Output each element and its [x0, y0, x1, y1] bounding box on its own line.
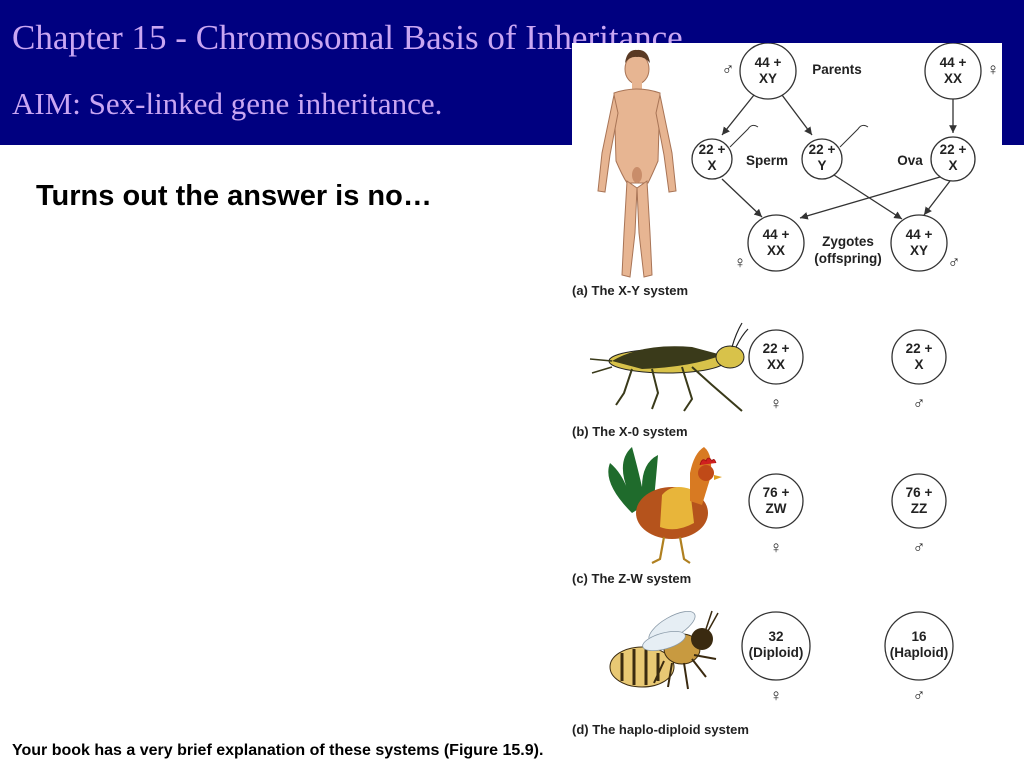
zygotes-label: Zygotes: [822, 234, 874, 249]
svg-text:76 +: 76 +: [763, 485, 790, 500]
zw-male: 76 + ZZ ♂: [891, 473, 947, 557]
xy-mother: 44 + XX ♀: [924, 43, 1000, 100]
zygote-male: 44 + XY ♂: [890, 214, 961, 272]
svg-text:16: 16: [911, 629, 927, 644]
svg-text:32: 32: [768, 629, 783, 644]
svg-text:X: X: [948, 158, 957, 173]
svg-text:ZW: ZW: [766, 501, 787, 516]
caption-xy: (a) The X-Y system: [572, 283, 688, 298]
svg-text:Y: Y: [817, 158, 826, 173]
svg-text:XX: XX: [767, 243, 785, 258]
svg-text:44 +: 44 +: [940, 55, 967, 70]
footer-note: Your book has a very brief explanation o…: [12, 742, 544, 759]
svg-text:22 +: 22 +: [906, 341, 933, 356]
female-symbol-icon: ♀: [770, 394, 783, 413]
human-illustration: [597, 49, 677, 278]
parents-label: Parents: [812, 62, 862, 77]
bee-illustration: [609, 610, 719, 690]
sperm-label: Sperm: [746, 153, 788, 168]
svg-text:44 +: 44 +: [906, 227, 933, 242]
offspring-label: (offspring): [814, 251, 881, 266]
ova-label: Ova: [897, 153, 923, 168]
svg-text:X: X: [914, 357, 923, 372]
svg-text:44 +: 44 +: [755, 55, 782, 70]
grasshopper-illustration: [589, 322, 749, 412]
male-symbol-icon: ♂: [722, 60, 735, 79]
svg-text:ZZ: ZZ: [911, 501, 928, 516]
xy-father: 44 + XY ♂: [722, 43, 797, 100]
sperm-y: 22 + Y: [801, 124, 869, 180]
ovum-x: 22 + X: [930, 136, 976, 182]
svg-text:XX: XX: [944, 71, 962, 86]
hd-male: 16 (Haploid) ♂: [884, 611, 954, 705]
zygote-female: 44 + XX ♀: [734, 214, 805, 272]
svg-text:(Diploid): (Diploid): [749, 645, 804, 660]
svg-text:(Haploid): (Haploid): [890, 645, 949, 660]
rooster-illustration: [608, 447, 722, 564]
female-symbol-icon: ♀: [987, 60, 1000, 79]
svg-text:XX: XX: [767, 357, 785, 372]
female-symbol-icon: ♀: [770, 686, 783, 705]
svg-text:X: X: [707, 158, 716, 173]
x0-female: 22 + XX ♀: [748, 329, 804, 413]
svg-text:22 +: 22 +: [809, 142, 836, 157]
caption-hd: (d) The haplo-diploid system: [572, 722, 749, 737]
svg-text:XY: XY: [910, 243, 928, 258]
sex-determination-figure: 44 + XY ♂ Parents 44 + XX ♀ 22 + X Sperm…: [572, 43, 1002, 740]
figure-svg: 44 + XY ♂ Parents 44 + XX ♀ 22 + X Sperm…: [572, 43, 1000, 737]
slide-aim: AIM: Sex-linked gene inheritance.: [12, 86, 443, 121]
svg-text:22 +: 22 +: [763, 341, 790, 356]
svg-text:44 +: 44 +: [763, 227, 790, 242]
male-symbol-icon: ♂: [948, 253, 961, 272]
hd-female: 32 (Diploid) ♀: [741, 611, 811, 705]
caption-x0: (b) The X-0 system: [572, 424, 688, 439]
slide-title: Chapter 15 - Chromosomal Basis of Inheri…: [12, 18, 683, 57]
zw-female: 76 + ZW ♀: [748, 473, 804, 557]
body-text: Turns out the answer is no…: [36, 180, 432, 212]
sperm-x: 22 + X: [691, 124, 759, 180]
male-symbol-icon: ♂: [913, 686, 926, 705]
male-symbol-icon: ♂: [913, 538, 926, 557]
x0-male: 22 + X ♂: [891, 329, 947, 413]
svg-text:XY: XY: [759, 71, 777, 86]
male-symbol-icon: ♂: [913, 394, 926, 413]
svg-text:22 +: 22 +: [940, 142, 967, 157]
svg-text:22 +: 22 +: [699, 142, 726, 157]
svg-text:76 +: 76 +: [906, 485, 933, 500]
female-symbol-icon: ♀: [770, 538, 783, 557]
female-symbol-icon: ♀: [734, 253, 747, 272]
caption-zw: (c) The Z-W system: [572, 571, 691, 586]
